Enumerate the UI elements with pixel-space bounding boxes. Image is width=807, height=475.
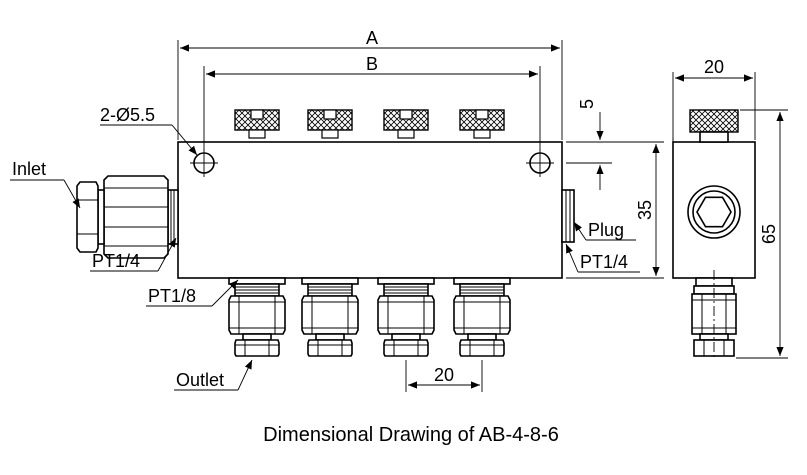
plug-label: Plug — [588, 220, 624, 240]
callout-plug: Plug — [573, 220, 636, 241]
dimension-a: A — [177, 28, 563, 140]
dimension-b-label: B — [366, 54, 378, 74]
outlet-fitting — [228, 277, 286, 357]
dimension-body-height: 35 — [566, 141, 664, 279]
dimension-total-height: 65 — [736, 109, 788, 359]
callout-inlet: Inlet — [10, 159, 81, 209]
manifold-body — [177, 141, 563, 279]
set-screw — [459, 109, 505, 139]
dimension-outlet-pitch: 20 — [405, 360, 483, 392]
set-screw — [307, 109, 353, 139]
dimension-side-width: 20 — [672, 57, 756, 140]
inlet-fitting — [76, 175, 179, 259]
dimension-a-label: A — [366, 28, 378, 48]
set-screw — [383, 109, 429, 139]
callout-outlet-thread: PT1/8 — [146, 279, 239, 307]
inlet-label: Inlet — [12, 159, 46, 179]
dimension-top-offset: 5 — [566, 99, 612, 190]
outlet-thread-label: PT1/8 — [148, 286, 196, 306]
plug-fitting — [561, 189, 575, 243]
plug-thread-label: PT1/4 — [580, 252, 628, 272]
drawing-caption: Dimensional Drawing of AB-4-8-6 — [263, 424, 559, 446]
dimension-body-height-label: 35 — [635, 200, 655, 220]
dimension-total-height-label: 65 — [759, 224, 779, 244]
dimension-top-offset-label: 5 — [577, 99, 597, 109]
callout-plug-thread: PT1/4 — [565, 243, 640, 273]
outlet-fitting — [301, 277, 359, 357]
callout-outlet: Outlet — [174, 359, 253, 391]
outlet-fitting — [453, 277, 511, 357]
outlet-label: Outlet — [176, 370, 224, 390]
set-screw — [234, 109, 280, 139]
callout-inlet-thread: PT1/4 — [90, 237, 177, 272]
inlet-thread-label: PT1/4 — [92, 251, 140, 271]
dimension-side-width-label: 20 — [704, 57, 724, 77]
mount-holes-label: 2-Ø5.5 — [100, 105, 155, 125]
mounting-hole-left — [190, 149, 218, 177]
mounting-hole-right — [526, 149, 554, 177]
dimension-outlet-pitch-label: 20 — [434, 365, 454, 385]
callout-mount-holes: 2-Ø5.5 — [100, 105, 198, 156]
outlet-fitting — [377, 277, 435, 357]
dimension-b: B — [203, 54, 541, 150]
side-view — [672, 109, 756, 360]
